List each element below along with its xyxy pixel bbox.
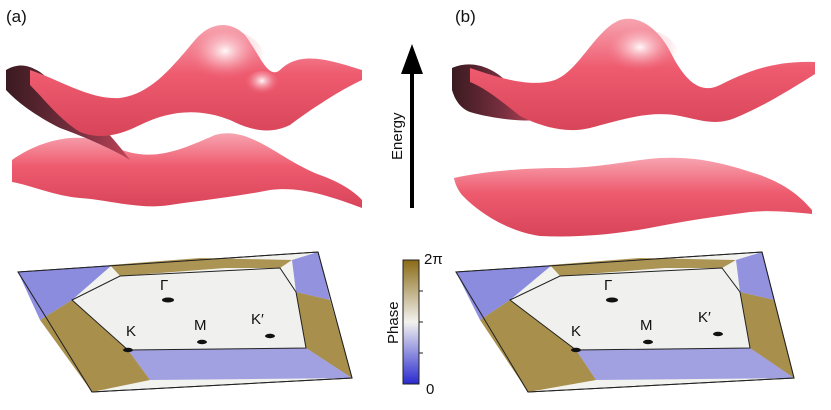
panel-b-label: (b) xyxy=(455,7,476,26)
energy-arrow-head xyxy=(401,44,423,74)
panel-a-k-point xyxy=(123,347,133,353)
panel-a-side-highlight xyxy=(244,71,280,99)
panel-a-m-point xyxy=(197,339,207,345)
panel-b-kprime-label: K′ xyxy=(698,309,711,326)
panel-a-m-label: M xyxy=(194,317,207,334)
panel-a-kprime-label: K′ xyxy=(251,311,264,328)
panel-b-m-point xyxy=(643,339,653,345)
panel-b-peak-highlight xyxy=(602,29,678,81)
panel-b-k-label: K xyxy=(571,323,581,340)
panel-b-gamma-point xyxy=(606,297,618,303)
panel-b-brillouin-plane xyxy=(455,251,795,393)
colorbar-title: Phase xyxy=(385,301,402,344)
panel-b-kprime-point xyxy=(713,331,723,337)
panel-a-kprime-point xyxy=(265,333,275,339)
panel-b-k-point xyxy=(571,347,581,353)
colorbar-min-label: 0 xyxy=(426,381,434,398)
panel-a-gamma-label: Γ xyxy=(160,277,168,294)
colorbar-gradient xyxy=(402,259,420,385)
panel-a-gamma-point xyxy=(162,297,174,303)
colorbar-max-label: 2π xyxy=(424,251,443,268)
energy-axis: Energy xyxy=(389,44,423,208)
energy-axis-label: Energy xyxy=(389,112,406,160)
panel-b-lower-band xyxy=(454,157,812,237)
panel-b-m-label: M xyxy=(640,317,653,334)
panel-a-peak-highlight xyxy=(185,30,265,90)
panel-a-label: (a) xyxy=(6,7,27,26)
panel-b: (b) Γ K M K′ xyxy=(452,7,815,393)
phase-colorbar: 2π 0 Phase xyxy=(385,251,443,398)
panel-a-lower-band xyxy=(12,133,362,208)
panel-b-gamma-label: Γ xyxy=(604,277,612,294)
panel-a-k-label: K xyxy=(126,323,136,340)
panel-a: (a) Γ K M xyxy=(6,7,362,393)
panel-a-brillouin-plane xyxy=(17,251,353,393)
